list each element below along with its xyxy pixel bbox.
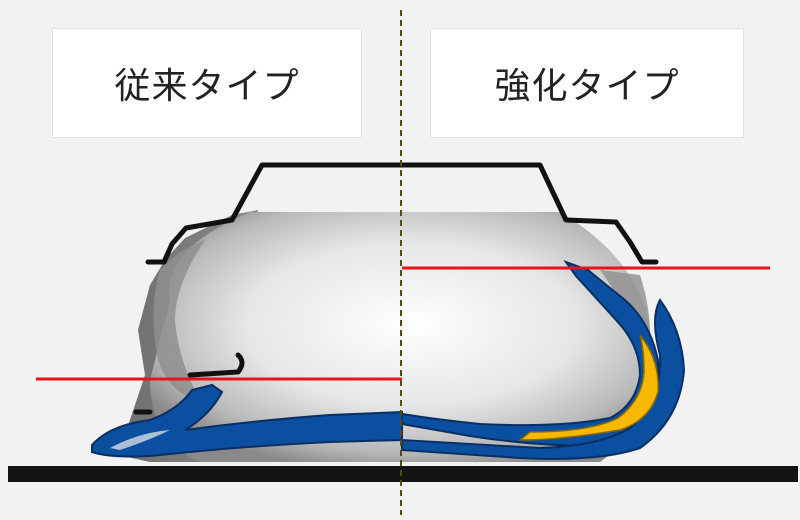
conventional-type-label: 従来タイプ bbox=[52, 28, 362, 138]
reinforced-type-label: 強化タイプ bbox=[430, 28, 744, 138]
reinforced-type-text: 強化タイプ bbox=[494, 66, 680, 107]
ground-strip-bottom bbox=[8, 480, 798, 482]
left-sidewall-shade bbox=[153, 240, 205, 400]
conventional-liner-highlight bbox=[110, 430, 170, 450]
ground-dots bbox=[17, 481, 791, 487]
tire-body-light bbox=[150, 212, 652, 462]
ground-strip bbox=[8, 466, 798, 480]
conventional-blue-liner bbox=[91, 383, 403, 458]
reinforced-outer-liner bbox=[401, 298, 686, 460]
right-sidewall-shade bbox=[600, 270, 651, 370]
left-rim-hook bbox=[187, 352, 245, 378]
conventional-type-text: 従来タイプ bbox=[114, 66, 300, 107]
yellow-reinforcement-layer bbox=[517, 334, 659, 441]
